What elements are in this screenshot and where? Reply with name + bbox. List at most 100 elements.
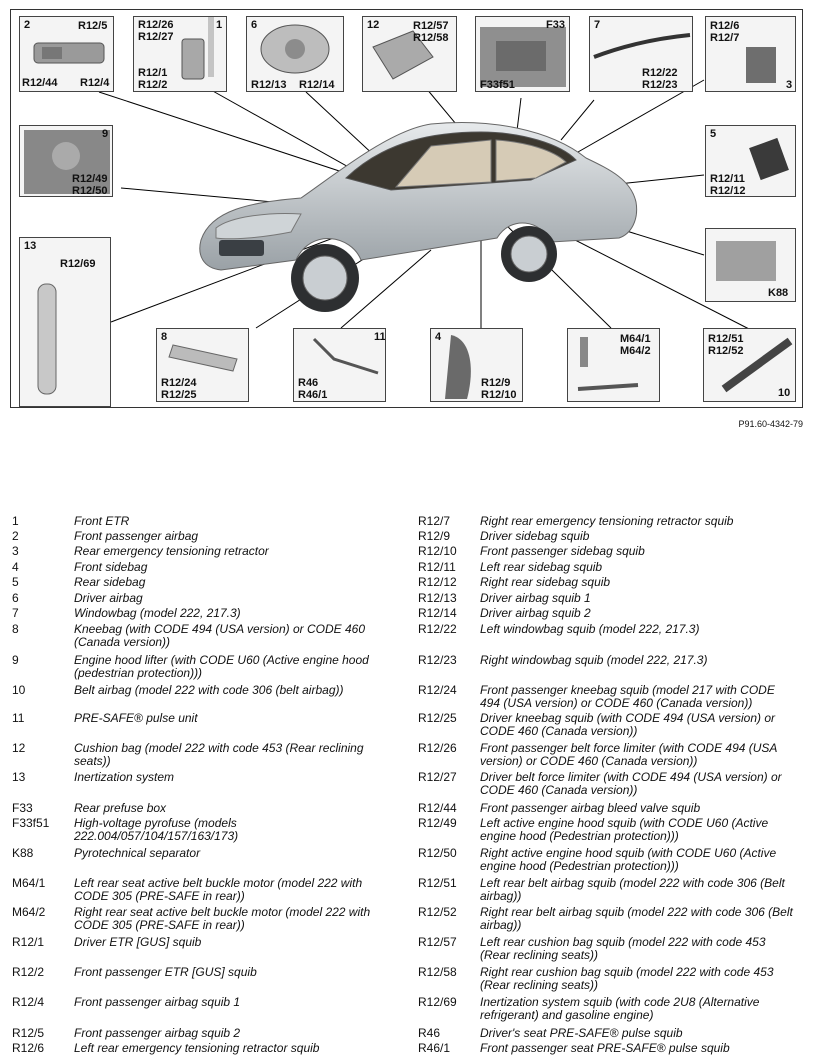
box-number: 13 [24,240,37,252]
belt-buckle-motor-image [577,337,639,391]
detail-box-2: 2 R12/5 R12/44 R12/4 [19,16,114,92]
legend-description: Left rear cushion bag squib (model 222 w… [480,935,766,962]
detail-box-1: R12/26 R12/27 1 R12/1 R12/2 [133,16,227,92]
legend-code: R12/22 [418,622,457,636]
box-number: 2 [24,19,31,31]
component-label: R12/57 [413,20,449,32]
component-label: R12/6 [710,20,740,32]
legend-description: Front passenger ETR [GUS] squib [74,965,257,979]
legend-description: Front ETR [74,514,130,528]
box-number: 7 [594,19,601,31]
legend-description: Right rear belt airbag squib (model 222 … [480,905,793,932]
legend-code: R12/24 [418,683,457,697]
legend-description: Left rear seat active belt buckle motor … [74,876,363,903]
legend-code: R12/57 [418,935,457,949]
component-label: R12/2 [138,79,168,91]
component-label: R12/50 [72,185,108,197]
legend-code: F33 [12,801,33,815]
component-label: R46 [298,377,319,389]
legend-code: M64/1 [12,876,46,890]
legend-code: R12/51 [418,876,457,890]
legend-code: R12/14 [418,606,457,620]
legend-code: R12/27 [418,770,457,784]
legend-code: R12/52 [418,905,457,919]
legend-description: Driver airbag [74,591,143,605]
legend-code: R12/26 [418,741,457,755]
legend-description: Front passenger airbag bleed valve squib [480,801,701,815]
legend-description: Engine hood lifter (with CODE U60 (Activ… [74,653,369,680]
legend-code: R12/2 [12,965,45,979]
legend-code: R12/12 [418,575,457,589]
detail-box-9: 9 R12/49 R12/50 [19,125,113,197]
legend-description: Front passenger kneebag squib (model 217… [480,683,775,710]
detail-box-11: 11 R46 R46/1 [293,328,386,402]
legend-code: 3 [12,544,19,558]
legend-description: Pyrotechnical separator [74,846,201,860]
legend-description: Driver airbag squib 1 [480,591,591,605]
legend-description: Front passenger belt force limiter (with… [480,741,777,768]
box-number: 9 [102,128,109,140]
legend-description: Left windowbag squib (model 222, 217.3) [480,622,700,636]
legend-code: M64/2 [12,905,46,919]
kneebag-image [168,344,238,372]
detail-box-13: 13 R12/69 [19,237,111,407]
component-label: R46/1 [298,389,328,401]
component-label: R12/9 [481,377,511,389]
legend-code: R12/1 [12,935,45,949]
legend-code: R12/58 [418,965,457,979]
legend-code: 13 [12,770,26,784]
detail-box-3: R12/6 R12/7 3 [705,16,796,92]
detail-box-f33: F33 F33f51 [475,16,570,92]
legend-code: R12/69 [418,995,457,1009]
legend-code: 10 [12,683,26,697]
legend-code: R12/44 [418,801,457,815]
detail-box-5: 5 R12/11 R12/12 [705,125,796,197]
legend-description: Left rear belt airbag squib (model 222 w… [480,876,785,903]
legend-code: R12/50 [418,846,457,860]
legend-description: Driver sidebag squib [480,529,590,543]
inertization-system-image [37,283,57,395]
detail-box-4: 4 R12/9 R12/10 [430,328,523,402]
legend-code: R12/9 [418,529,451,543]
front-sidebag-image [445,335,471,399]
legend-description: Windowbag (model 222, 217.3) [74,606,241,620]
component-label: R12/1 [138,67,168,79]
detail-box-7: 7 R12/22 R12/23 [589,16,693,92]
legend-code: K88 [12,846,34,860]
box-number: 8 [161,331,168,343]
legend-description: Driver airbag squib 2 [480,606,591,620]
legend-code: R46/1 [418,1041,451,1055]
legend-code: R12/23 [418,653,457,667]
legend-description: Front sidebag [74,560,148,574]
front-passenger-airbag-image [33,42,105,64]
box-number: 4 [435,331,442,343]
component-label: R12/7 [710,32,740,44]
legend-description: Rear emergency tensioning retractor [74,544,269,558]
component-label: R12/4 [80,77,110,89]
legend-description: Front passenger seat PRE-SAFE® pulse squ… [480,1041,730,1055]
pre-safe-pulse-unit-image [312,337,379,375]
legend-description: Kneebag (with CODE 494 (USA version) or … [74,622,366,649]
component-label: R12/12 [710,185,746,197]
figure-reference-id: P91.60-4342-79 [738,419,803,429]
legend-code: R46 [418,1026,441,1040]
legend-description: Left active engine hood squib (with CODE… [480,816,769,843]
component-label: R12/51 [708,333,744,345]
legend-description: Driver belt force limiter (with CODE 494… [480,770,782,797]
component-label: R12/58 [413,32,449,44]
legend-code: R12/13 [418,591,457,605]
legend-description: Inertization system [74,770,175,784]
legend-code: 9 [12,653,19,667]
component-label: R12/27 [138,31,174,43]
legend-description: Right rear emergency tensioning retracto… [480,514,734,528]
legend-code: 2 [12,529,19,543]
detail-box-m64: M64/1 M64/2 [567,328,660,402]
legend-code: 7 [12,606,19,620]
legend-description: Left rear sidebag squib [480,560,603,574]
box-number: F33 [546,19,565,31]
legend-code: 6 [12,591,19,605]
detail-box-10: R12/51 R12/52 10 [703,328,796,402]
legend-description: Front passenger airbag [74,529,199,543]
component-label: M64/1 [620,333,651,345]
detail-box-k88: K88 [705,228,796,302]
